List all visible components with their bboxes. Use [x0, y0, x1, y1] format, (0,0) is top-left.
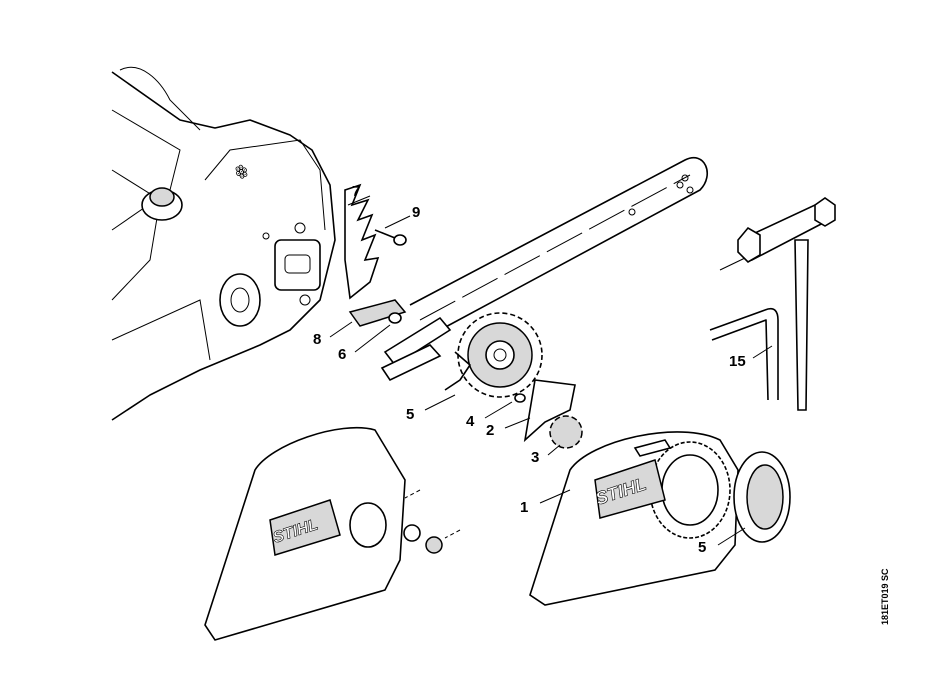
combination-wrench — [709, 197, 836, 411]
cover-left: STIHL — [204, 426, 443, 641]
cover-knob — [733, 451, 791, 543]
part-label-1: 1 — [520, 499, 529, 516]
housing-logo: ꙮ — [232, 161, 251, 181]
screw-10 — [374, 229, 407, 246]
screw-7 — [388, 312, 402, 324]
part-label-10: 9 — [412, 204, 421, 221]
sprocket — [444, 312, 543, 398]
part-label-6: 5 — [406, 406, 415, 423]
part-label-2: 2 — [486, 422, 495, 439]
tensioner-knob — [549, 415, 583, 449]
leader-lines — [329, 195, 773, 546]
catcher-plate — [523, 379, 576, 443]
guide-bar — [380, 157, 709, 382]
sprocket-cover: STIHL — [529, 431, 739, 606]
drawing-code: 181ET019 SC — [880, 568, 890, 625]
part-label-4: 4 — [466, 413, 475, 430]
chain-catcher — [348, 299, 407, 327]
saw-housing: ꙮ — [111, 66, 336, 421]
part-label-8: 8 — [313, 331, 322, 348]
bumper-spike — [344, 183, 380, 300]
part-label-7: 6 — [338, 346, 347, 363]
part-label-15: 15 — [729, 353, 746, 370]
part-label-5: 5 — [698, 539, 707, 556]
part-label-9: 7 — [352, 183, 361, 200]
part-label-3: 3 — [531, 449, 540, 466]
screw-4 — [514, 393, 526, 403]
